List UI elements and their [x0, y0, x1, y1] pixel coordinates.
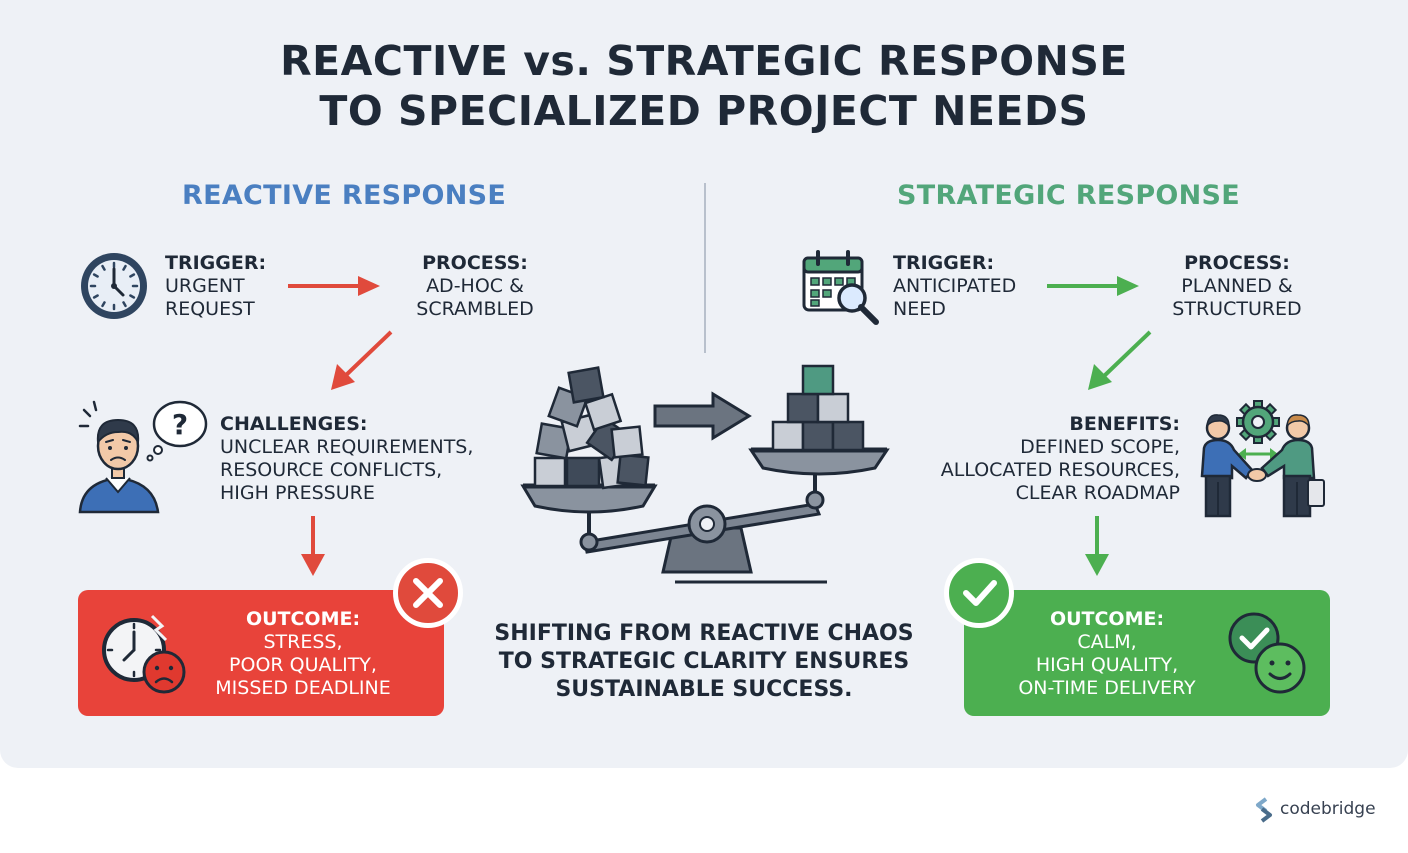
strategic-benefits-line-1: DEFINED SCOPE, [1020, 436, 1180, 458]
reactive-challenges-line-2: RESOURCE CONFLICTS, [220, 459, 443, 481]
reactive-process-text: PROCESS: AD-HOC & SCRAMBLED [405, 252, 545, 321]
arrow-down-green-icon [1085, 516, 1109, 576]
check-badge [944, 558, 1014, 628]
reactive-challenges-line-1: UNCLEAR REQUIREMENTS, [220, 436, 474, 458]
center-statement: SHIFTING FROM REACTIVE CHAOS TO STRATEGI… [470, 620, 938, 704]
column-divider [704, 183, 706, 353]
reactive-challenges-line-3: HIGH PRESSURE [220, 482, 375, 504]
calendar-search-icon [802, 250, 879, 325]
reactive-trigger-line-2: REQUEST [165, 298, 255, 320]
reactive-process-label: PROCESS: [422, 252, 528, 274]
strategic-benefits-line-3: CLEAR ROADMAP [1015, 482, 1180, 504]
x-icon [413, 578, 443, 608]
x-badge [393, 558, 463, 628]
reactive-outcome-line-1: STRESS, [263, 631, 343, 653]
strategic-process-label: PROCESS: [1184, 252, 1290, 274]
strategic-outcome-line-3: ON-TIME DELIVERY [1018, 677, 1196, 699]
title-line-1: REACTIVE vs. STRATEGIC RESPONSE [280, 37, 1128, 85]
strategic-outcome-line-2: HIGH QUALITY, [1035, 654, 1179, 676]
center-line-1: SHIFTING FROM REACTIVE CHAOS [494, 621, 914, 646]
strategic-process-text: PROCESS: PLANNED & STRUCTURED [1165, 252, 1309, 321]
confused-person-icon: ? [78, 400, 208, 514]
strategic-outcome-label: OUTCOME: [1049, 608, 1165, 630]
arrow-down-left-red-icon [331, 330, 393, 390]
strategic-benefits-label: BENEFITS: [1069, 413, 1180, 435]
check-smile-icon [1228, 612, 1306, 694]
reactive-trigger-text: TRIGGER: URGENT REQUEST [165, 252, 266, 321]
title-line-2: TO SPECIALIZED PROJECT NEEDS [319, 87, 1089, 135]
brand-name: codebridge [1280, 799, 1376, 819]
codebridge-logo-icon [1256, 797, 1272, 823]
page-title: REACTIVE vs. STRATEGIC RESPONSE TO SPECI… [0, 36, 1408, 136]
arrow-right-green-icon [1047, 276, 1139, 296]
svg-text:?: ? [172, 408, 188, 441]
reactive-heading: REACTIVE RESPONSE [182, 180, 507, 211]
reactive-process-line-1: AD-HOC & [426, 275, 524, 297]
strategic-process-line-2: STRUCTURED [1172, 298, 1302, 320]
clock-sad-face-icon [102, 614, 186, 694]
arrow-down-left-green-icon [1088, 330, 1152, 390]
strategic-trigger-label: TRIGGER: [893, 252, 995, 274]
strategic-trigger-text: TRIGGER: ANTICIPATED NEED [893, 252, 1016, 321]
strategic-benefits-text: BENEFITS: DEFINED SCOPE, ALLOCATED RESOU… [930, 413, 1180, 505]
reactive-trigger-line-1: URGENT [165, 275, 245, 297]
reactive-process-line-2: SCRAMBLED [416, 298, 534, 320]
strategic-outcome-line-1: CALM, [1077, 631, 1137, 653]
arrow-right-red-icon [288, 276, 380, 296]
check-icon [963, 580, 997, 606]
center-line-3: SUSTAINABLE SUCCESS. [555, 677, 853, 702]
reactive-outcome-label: OUTCOME: [245, 608, 361, 630]
reactive-challenges-text: CHALLENGES: UNCLEAR REQUIREMENTS, RESOUR… [220, 413, 473, 505]
strategic-trigger-line-1: ANTICIPATED [893, 275, 1017, 297]
handshake-gear-icon [1200, 400, 1325, 518]
balance-scale-icon [520, 364, 890, 584]
strategic-benefits-line-2: ALLOCATED RESOURCES, [940, 459, 1180, 481]
reactive-outcome-line-3: MISSED DEADLINE [215, 677, 391, 699]
center-line-2: TO STRATEGIC CLARITY ENSURES [498, 649, 910, 674]
strategic-process-line-1: PLANNED & [1181, 275, 1293, 297]
strategic-outcome-text: OUTCOME: CALM, HIGH QUALITY, ON-TIME DEL… [1002, 608, 1212, 700]
strategic-heading: STRATEGIC RESPONSE [897, 180, 1241, 211]
strategic-trigger-line-2: NEED [893, 298, 946, 320]
reactive-challenges-label: CHALLENGES: [220, 413, 368, 435]
reactive-trigger-label: TRIGGER: [165, 252, 267, 274]
reactive-outcome-text: OUTCOME: STRESS, POOR QUALITY, MISSED DE… [208, 608, 398, 700]
reactive-outcome-line-2: POOR QUALITY, [229, 654, 377, 676]
clock-icon [81, 253, 147, 319]
arrow-down-red-icon [301, 516, 325, 576]
